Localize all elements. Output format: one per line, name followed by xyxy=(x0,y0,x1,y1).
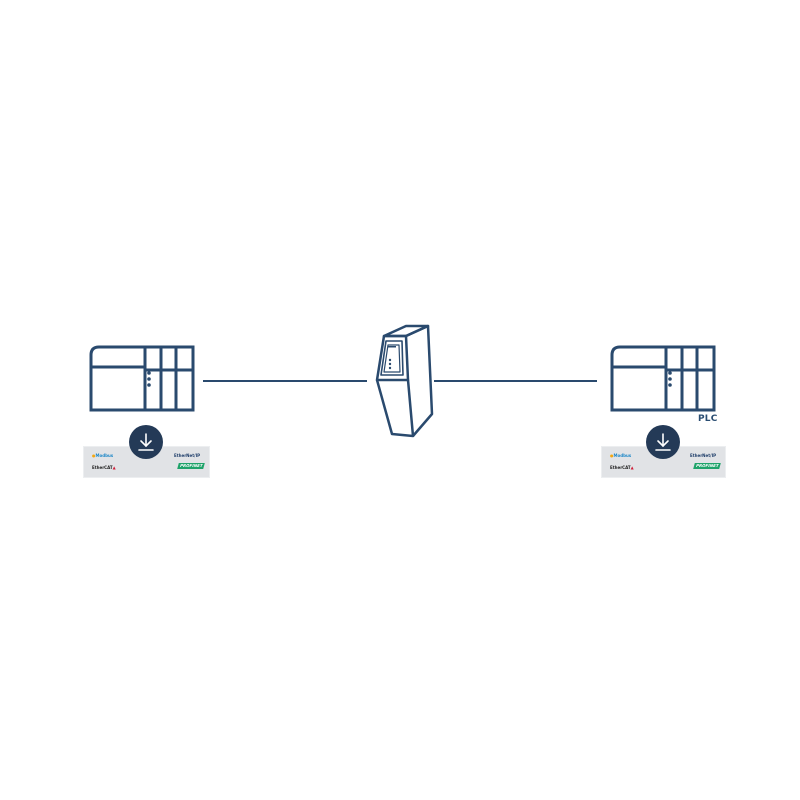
ethercat-logo: EtherCAT▲ xyxy=(92,465,116,470)
ethercat-logo: EtherCAT▲ xyxy=(610,465,634,470)
download-icon xyxy=(138,433,154,451)
plc-icon xyxy=(610,345,716,412)
modbus-label: Modbus xyxy=(95,453,114,458)
ethercat-label: EtherCAT xyxy=(92,465,113,470)
plc-right xyxy=(610,345,718,412)
ethernetip-logo: EtherNet/IP xyxy=(690,453,716,459)
profinet-label: PROFINET xyxy=(695,463,720,468)
connection-line-left xyxy=(203,380,367,382)
download-button-left[interactable] xyxy=(129,425,163,459)
modbus-logo: ●Modbus xyxy=(92,453,114,458)
download-icon xyxy=(655,433,671,451)
plc-label: PLC xyxy=(698,414,718,424)
gateway xyxy=(368,322,434,440)
profinet-logo: PROFINET xyxy=(177,463,206,469)
profinet-logo: PROFINET xyxy=(693,463,722,469)
gateway-device-icon xyxy=(375,324,434,438)
download-button-right[interactable] xyxy=(646,425,680,459)
plc-icon xyxy=(89,345,195,412)
ethercat-label: EtherCAT xyxy=(610,465,631,470)
plc-left xyxy=(89,345,197,412)
ethernetip-label: EtherNet/IP xyxy=(174,453,201,458)
modbus-label: Modbus xyxy=(613,453,632,458)
connection-line-right xyxy=(434,380,597,382)
profinet-label: PROFINET xyxy=(179,463,204,468)
ethernetip-logo: EtherNet/IP xyxy=(174,453,200,459)
ethernetip-label: EtherNet/IP xyxy=(690,453,717,458)
modbus-logo: ●Modbus xyxy=(610,453,632,458)
